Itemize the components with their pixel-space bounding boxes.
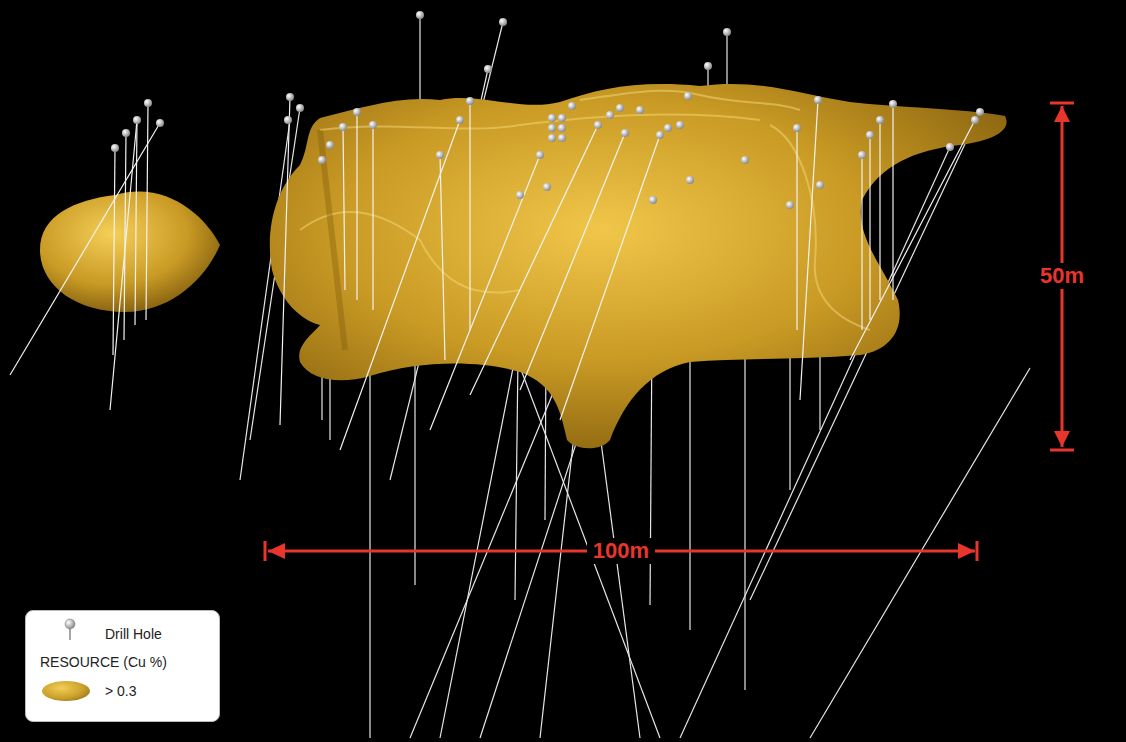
dimension-label: 50m	[1034, 263, 1090, 289]
legend-heading: RESOURCE (Cu %)	[40, 653, 167, 671]
drill-traces	[240, 15, 1030, 738]
dimension-lines	[265, 103, 1074, 561]
dimension-label: 100m	[587, 538, 655, 564]
ore-body-small	[40, 191, 220, 312]
ore-body-main	[270, 84, 1007, 448]
legend-swatch	[42, 681, 90, 701]
ore-body-shading	[300, 91, 870, 330]
drill-traces-front	[10, 97, 975, 450]
legend-text: Drill Hole	[105, 625, 162, 643]
legend-text: > 0.3	[105, 682, 137, 700]
drill-collars	[111, 11, 984, 209]
